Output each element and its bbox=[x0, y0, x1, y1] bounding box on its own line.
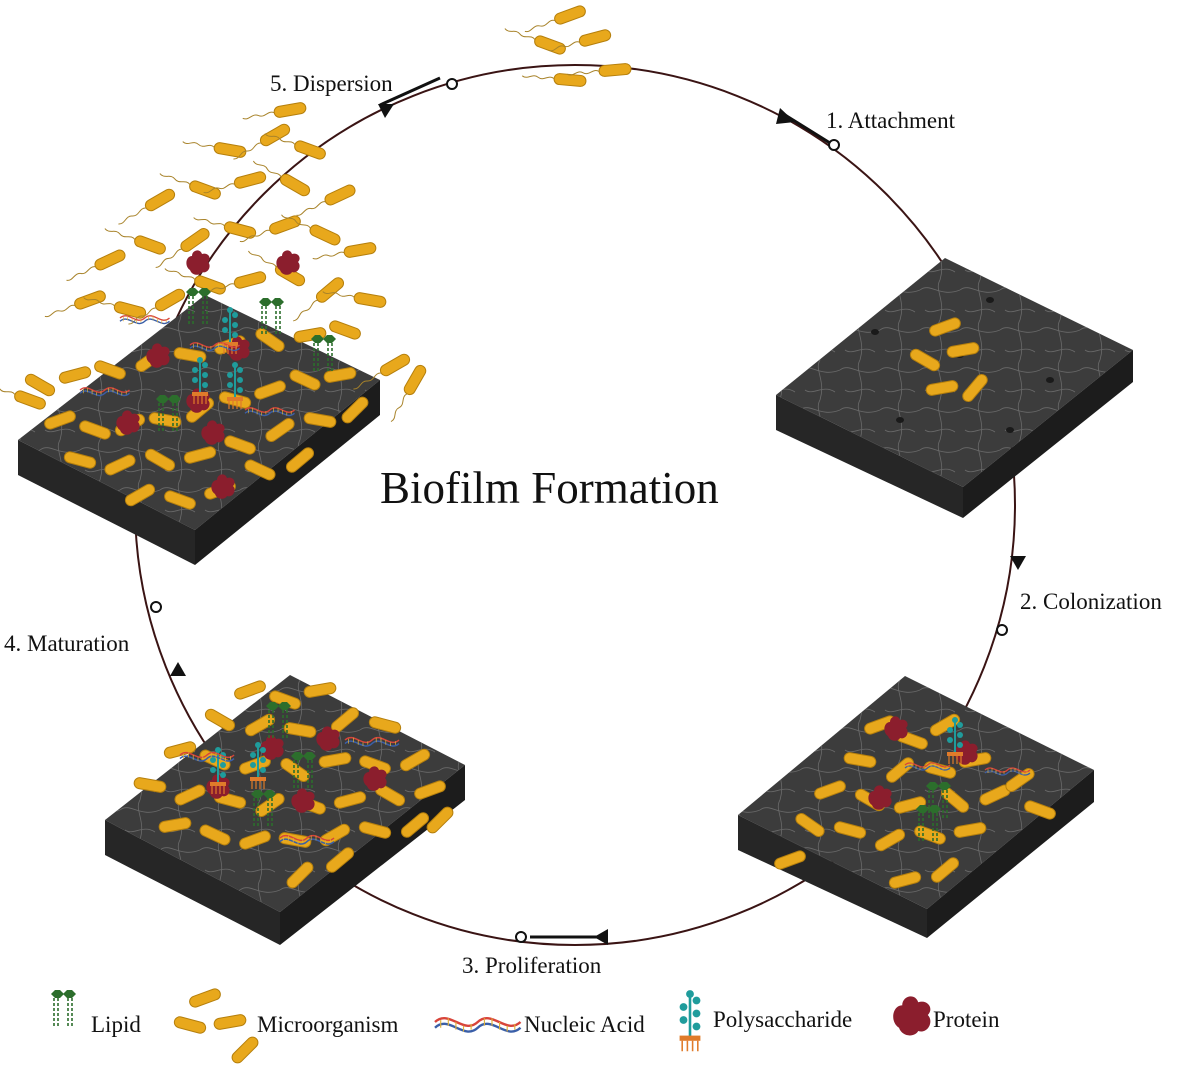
legend-protein-icon bbox=[893, 996, 931, 1036]
substrate-maturation bbox=[105, 675, 465, 945]
legend-label-microorganism: Microorganism bbox=[257, 1012, 399, 1037]
cycle-markers bbox=[150, 78, 1008, 943]
legend-label-protein: Protein bbox=[933, 1007, 1000, 1032]
substrate-colonization bbox=[738, 676, 1094, 938]
substrate-dispersion bbox=[0, 101, 429, 565]
stage-label-colonization: 2. Colonization bbox=[1020, 589, 1162, 614]
legend-bacteria-icon bbox=[172, 986, 261, 1066]
stage-label-proliferation: 3. Proliferation bbox=[462, 953, 602, 978]
diagram-title: Biofilm Formation bbox=[380, 463, 719, 513]
legend-polysaccharide-icon bbox=[678, 988, 702, 1053]
dispersed-bacteria bbox=[502, 3, 632, 88]
stage-label-maturation: 4. Maturation bbox=[4, 631, 130, 656]
substrate-attachment bbox=[776, 258, 1133, 518]
legend-dna-icon bbox=[433, 1016, 522, 1033]
legend-label-lipid: Lipid bbox=[91, 1012, 141, 1037]
stage-label-attachment: 1. Attachment bbox=[826, 108, 956, 133]
legend-label-nucleic-acid: Nucleic Acid bbox=[524, 1012, 645, 1037]
legend-lipid-icon bbox=[50, 989, 77, 1029]
legend-label-polysaccharide: Polysaccharide bbox=[713, 1007, 853, 1032]
stage-label-dispersion: 5. Dispersion bbox=[270, 71, 393, 96]
